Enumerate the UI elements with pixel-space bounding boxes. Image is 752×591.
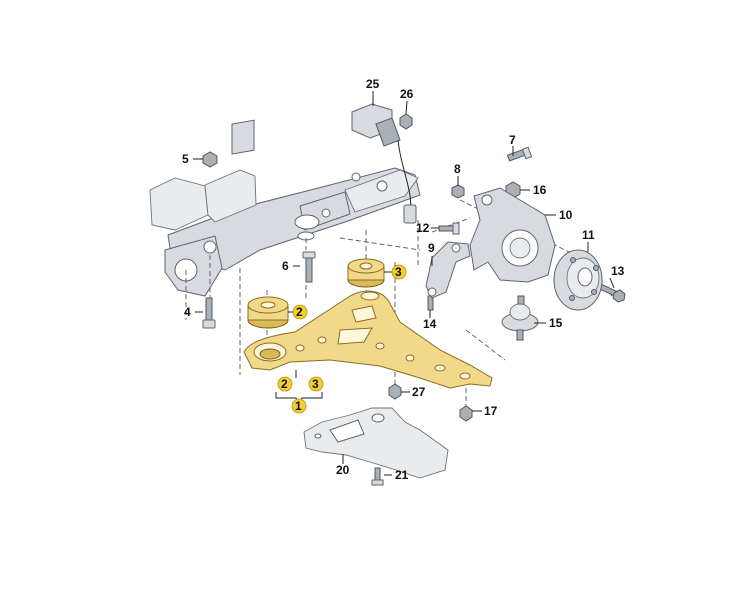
nut-8 (451, 184, 465, 199)
callout-9: 9 (428, 241, 435, 255)
callout-27: 27 (412, 385, 426, 399)
callout-21: 21 (395, 468, 409, 482)
nut-27 (388, 383, 402, 400)
leader-lines (193, 91, 615, 476)
callout-26: 26 (400, 87, 414, 101)
bolt-13 (598, 283, 626, 303)
callout-16: 16 (533, 183, 547, 197)
callout-12: 12 (416, 221, 430, 235)
callout-20: 20 (336, 463, 350, 477)
nut-17 (459, 405, 473, 422)
subframe (149, 119, 421, 297)
bolt-4 (202, 297, 216, 329)
callout-25: 25 (366, 77, 380, 91)
nut-5 (202, 151, 218, 168)
bolt-6 (302, 251, 316, 283)
bolt-7 (506, 146, 533, 162)
bolt-12 (438, 222, 460, 235)
callout-8: 8 (454, 162, 461, 176)
wheel-bearing-knuckle-10 (469, 187, 556, 283)
level-sensor-25 (351, 103, 417, 224)
control-arm-1 (243, 290, 493, 389)
callout-7: 7 (509, 133, 516, 147)
hub-11 (553, 249, 603, 311)
callout-10: 10 (559, 208, 573, 222)
callout-1: 1 (295, 399, 302, 413)
callout-11: 11 (582, 228, 595, 242)
callout-3-upper: 3 (395, 265, 402, 279)
underbody-guard-20 (303, 407, 449, 479)
callout-2-upper: 2 (296, 305, 303, 319)
callout-14: 14 (423, 317, 437, 331)
callout-2-lower: 2 (281, 377, 288, 391)
callout-3-lower: 3 (312, 377, 319, 391)
bushing-2 (247, 296, 289, 329)
callout-13: 13 (611, 264, 625, 278)
nut-26 (399, 113, 413, 130)
callout-15: 15 (549, 316, 563, 330)
ball-joint-15 (501, 295, 539, 341)
callout-5: 5 (182, 152, 189, 166)
callout-4: 4 (184, 305, 191, 319)
callout-17: 17 (484, 404, 498, 418)
control-link-9 (425, 241, 471, 299)
callouts: 25 26 5 7 8 16 10 11 12 9 13 14 15 6 4 2… (182, 77, 625, 482)
callout-6: 6 (282, 259, 289, 273)
bolt-21 (371, 467, 384, 486)
bushing-3 (347, 258, 385, 288)
